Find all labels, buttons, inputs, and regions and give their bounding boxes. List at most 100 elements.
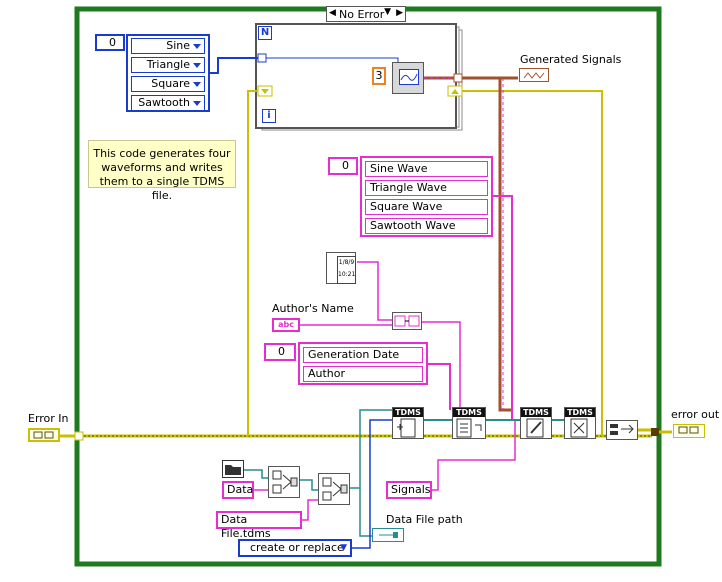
loop-count-terminal[interactable]: N	[258, 26, 272, 40]
waveform-array-index[interactable]: 0	[95, 34, 125, 51]
channel-name-array[interactable]: Sine Wave Triangle Wave Square Wave Sawt…	[360, 156, 493, 237]
channel-array-index[interactable]: 0	[328, 157, 358, 175]
date-text: 1/8/9	[338, 259, 355, 266]
tdms-write-node[interactable]: TDMS	[520, 407, 552, 439]
error-wire-branch-left	[247, 90, 262, 436]
case-selector-label: No Error	[339, 8, 385, 21]
default-data-dir-node[interactable]	[222, 460, 244, 478]
error-handler-icon	[610, 424, 634, 435]
waveform-item-0[interactable]: Sine	[131, 38, 205, 54]
property-item-0[interactable]: Generation Date	[303, 347, 423, 363]
error-in-tunnel	[74, 431, 84, 441]
property-item-1[interactable]: Author	[303, 366, 423, 382]
chevron-down-icon[interactable]: ▼	[384, 7, 391, 17]
data-file-path-label: Data File path	[386, 513, 463, 526]
date-wire	[357, 261, 392, 321]
tdms-close-header: TDMS	[565, 408, 595, 417]
error-out-indicator[interactable]	[673, 424, 705, 438]
prop-names-wire	[428, 363, 451, 410]
authors-name-control[interactable]: abc	[272, 318, 300, 332]
operation-wire	[352, 419, 392, 549]
error-tunnel	[651, 428, 659, 436]
build-array-icon	[394, 315, 420, 327]
file-name-constant[interactable]: Data File.tdms	[216, 511, 302, 540]
document-close-icon	[570, 418, 588, 438]
signals-wire	[432, 420, 516, 491]
generated-signals-indicator[interactable]	[519, 68, 549, 82]
date-time-icon: 1/8/9 10:21	[337, 256, 356, 284]
operation-enum-value: create or replace	[250, 541, 344, 554]
waveform-generator-vi[interactable]	[392, 62, 424, 94]
channel-item-2[interactable]: Square Wave	[365, 199, 488, 215]
numeric-constant[interactable]: 3	[372, 67, 386, 85]
for-loop-frame	[255, 23, 457, 129]
data-folder-constant[interactable]: Data	[222, 481, 254, 499]
build-array-node[interactable]	[392, 312, 422, 330]
operation-enum-constant[interactable]: create or replace ▼	[238, 539, 352, 557]
pencil-write-icon	[526, 418, 544, 438]
string-type-icon: abc	[278, 320, 294, 329]
loop-iteration-terminal[interactable]: i	[262, 109, 276, 123]
waveform-item-1[interactable]: Triangle	[131, 57, 205, 73]
get-date-time-node[interactable]: 1/8/9 10:21	[326, 252, 356, 284]
tdms-open-header: TDMS	[393, 408, 423, 417]
property-name-array[interactable]: Generation Date Author	[298, 342, 428, 385]
tdms-set-properties-node[interactable]: TDMS	[452, 407, 486, 439]
case-next-arrow[interactable]: ▶	[396, 8, 403, 18]
waveform-enum-array[interactable]: Sine Triangle Square Sawtooth	[126, 34, 210, 112]
enum-wire	[210, 57, 262, 74]
path-wire	[359, 409, 392, 537]
error-cluster-icon	[33, 431, 54, 439]
channel-names-wire	[492, 195, 520, 421]
waveform-tunnel	[453, 73, 463, 83]
tdms-write-header: TDMS	[521, 408, 551, 417]
error-handler-node[interactable]	[606, 420, 638, 440]
channel-array-index-value: 0	[342, 159, 349, 172]
error-in-control[interactable]	[28, 428, 60, 442]
build-path-node-1[interactable]	[268, 466, 300, 498]
error-wire-branch-right	[452, 90, 603, 436]
chevron-down-icon[interactable]: ▼	[340, 543, 347, 553]
loop-count-label: N	[260, 27, 270, 38]
waveform-icon	[399, 69, 419, 85]
authors-name-label: Author's Name	[272, 302, 354, 315]
loop-iteration-label: i	[267, 110, 271, 121]
time-text: 10:21	[338, 271, 356, 278]
tdms-set-props-header: TDMS	[453, 408, 485, 417]
array-wire	[422, 321, 461, 410]
document-open-icon	[397, 418, 416, 438]
waveform-array-index-value: 0	[109, 36, 116, 49]
waveform-item-2[interactable]: Square	[131, 76, 205, 92]
channel-item-0[interactable]: Sine Wave	[365, 161, 488, 177]
property-array-index[interactable]: 0	[264, 343, 296, 361]
error-in-label: Error In	[28, 412, 69, 425]
generated-signals-label: Generated Signals	[520, 53, 622, 66]
error-out-label: error out	[671, 408, 720, 421]
waveform-item-3[interactable]: Sawtooth	[131, 95, 205, 111]
property-array-index-value: 0	[278, 345, 285, 358]
numeric-constant-value: 3	[375, 69, 383, 82]
channel-item-3[interactable]: Sawtooth Wave	[365, 218, 488, 234]
build-path-icon	[272, 470, 298, 494]
code-comment: This code generates four waveforms and w…	[88, 140, 236, 202]
error-cluster-out-icon	[678, 426, 699, 434]
properties-icon	[456, 418, 482, 438]
signals-group-constant[interactable]: Signals	[386, 481, 432, 499]
data-file-path-indicator[interactable]	[372, 528, 404, 542]
waveform-indicator-icon	[523, 72, 545, 79]
case-selector[interactable]: ◀ No Error ▶ ▼	[326, 6, 406, 22]
enum-tunnel	[257, 53, 267, 63]
path-type-icon	[379, 532, 398, 538]
build-path-wire	[300, 479, 318, 491]
case-prev-arrow[interactable]: ◀	[329, 8, 336, 18]
channel-item-1[interactable]: Triangle Wave	[365, 180, 488, 196]
tdms-open-node[interactable]: TDMS	[392, 407, 424, 439]
waveform-wire-down	[498, 78, 512, 412]
tdms-close-node[interactable]: TDMS	[564, 407, 596, 439]
folder-icon	[225, 465, 241, 475]
build-path-icon-2	[322, 477, 348, 501]
build-path-node-2[interactable]	[318, 473, 350, 505]
filename-wire	[302, 499, 318, 521]
folder-path-wire	[244, 469, 268, 479]
